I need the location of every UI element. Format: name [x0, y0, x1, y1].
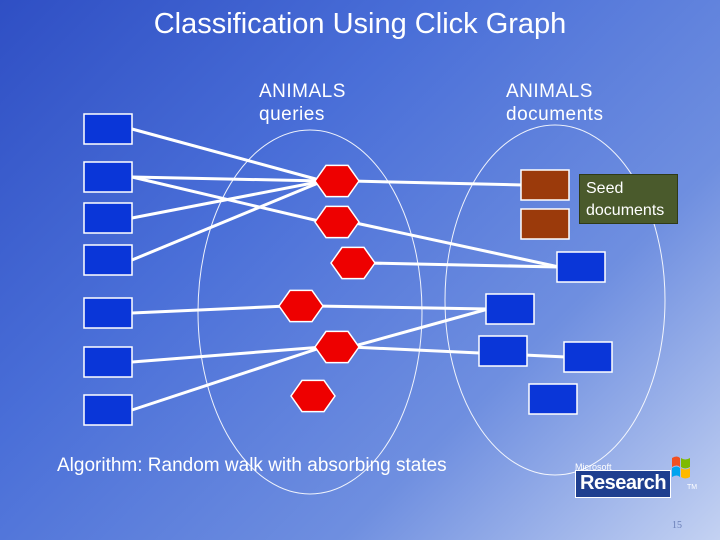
document-node-d3 [556, 251, 606, 283]
left-node-u5 [83, 297, 133, 329]
seed-document-node-d2 [520, 208, 570, 240]
seed-documents-callout: Seed documents [579, 174, 678, 224]
queries-set-label: ANIMALS queries [259, 80, 346, 126]
documents-label-line-2: documents [506, 104, 604, 125]
left-node-u1 [83, 113, 133, 145]
document-node-d7 [528, 383, 578, 415]
edge-u4-q1 [131, 179, 324, 262]
left-node-u6 [83, 346, 133, 378]
left-node-u4 [83, 244, 133, 276]
edge-u5-q4 [131, 304, 288, 315]
graph-nodes [83, 113, 613, 426]
edge-q5-d6 [350, 345, 567, 359]
logo-brand-small: Microsoft [575, 462, 612, 472]
seed-label-line-1: Seed [586, 180, 624, 197]
graph-edges [131, 127, 567, 412]
algorithm-caption: Algorithm: Random walk with absorbing st… [57, 455, 447, 476]
documents-set-label: ANIMALS documents [506, 80, 603, 126]
document-node-d6 [563, 341, 613, 373]
queries-set-ellipse [197, 129, 423, 495]
edge-q5-d4 [350, 307, 489, 349]
edge-u6-q5 [131, 345, 324, 364]
slide-title: Classification Using Click Graph [153, 8, 567, 40]
query-node-q1 [314, 164, 360, 198]
seed-document-node-d1 [520, 169, 570, 201]
edge-q3-d3 [366, 261, 560, 269]
seed-label-line-2: documents [586, 202, 665, 219]
edge-u2-q1 [131, 175, 324, 183]
queries-label-line-1: ANIMALS [259, 81, 346, 102]
query-node-q4 [278, 289, 324, 323]
left-node-u3 [83, 202, 133, 234]
query-node-q5 [314, 330, 360, 364]
edge-q1-d1 [350, 179, 524, 187]
queries-label-line-2: queries [259, 104, 325, 125]
query-node-q3 [330, 246, 376, 280]
edge-q4-d4 [314, 304, 489, 311]
left-node-u7 [83, 394, 133, 426]
left-node-u2 [83, 161, 133, 193]
edge-u7-q5 [131, 345, 324, 412]
microsoft-research-logo: Microsoft Research TM [572, 454, 697, 514]
documents-label-line-1: ANIMALS [506, 81, 593, 102]
logo-trademark: TM [687, 484, 698, 491]
document-node-d4 [485, 293, 535, 325]
edge-q2-d3 [350, 220, 560, 269]
edge-u1-q1 [131, 127, 324, 183]
windows-flag-icon [672, 456, 690, 479]
edge-u2-q2 [131, 175, 324, 224]
page-number: 15 [672, 520, 682, 531]
logo-brand-main: Research [575, 470, 672, 498]
query-node-q2 [314, 205, 360, 239]
set-ellipses [197, 124, 666, 495]
query-node-q6 [290, 379, 336, 413]
documents-set-ellipse [444, 124, 666, 476]
document-node-d5 [478, 335, 528, 367]
